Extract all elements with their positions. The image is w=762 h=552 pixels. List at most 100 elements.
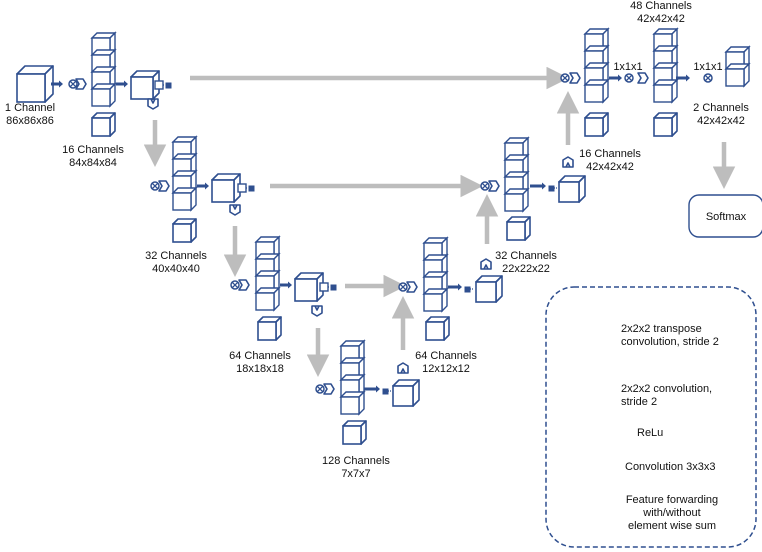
legend-relu-text: ReLu [637,427,663,439]
bottom-stack [339,339,366,416]
relu-icon [158,180,170,192]
down-conv-small [165,82,172,89]
down-conv-small [248,185,255,192]
dec2-up-cube [558,175,586,203]
label-out2-channels: 2 Channels [693,102,749,114]
relu-icon [569,72,581,84]
label-enc3-size: 18x18x18 [236,363,284,375]
dec3-stack [422,236,449,313]
cube-front [16,73,46,103]
stack-front [91,88,111,107]
label-dec1-size: 42x42x42 [586,161,634,173]
relu-icon [406,281,418,293]
label-input-size: 86x86x86 [6,115,54,127]
down-conv-box [237,183,247,193]
legend-transpose-line2: convolution, stride 2 [621,336,719,348]
small-arrow-icon [364,385,380,393]
conv-cross [231,281,239,289]
cube-front [130,76,154,100]
legend-transpose-line1: 2x2x2 transpose [621,323,702,335]
legend-downconv-line1: 2x2x2 convolution, [621,383,712,395]
conv-icon [315,384,325,394]
enc2-stack [171,135,198,212]
up-conv-small [464,286,471,293]
bottom-residual-cube [342,420,367,445]
dec1-residual-cube [584,112,609,137]
conv-cross [561,74,569,82]
small-arrow-icon [197,182,209,190]
legend-conv-text: Convolution 3x3x3 [625,461,716,473]
relu-icon [637,72,649,84]
conv-cross [69,80,77,88]
conv-icon [150,181,160,191]
cube-front [425,321,445,341]
small-arrow-icon [530,182,546,190]
stack-side [190,186,197,212]
dec3-up-cube [475,275,503,303]
dec2-residual-cube [506,216,531,241]
label-input-channels: 1 Channel [5,102,55,114]
cube-front [653,117,673,137]
cube-front [342,425,362,445]
up-conv-small [382,388,389,395]
cube-front [211,179,235,203]
bottom-up-cube [392,379,420,407]
label-out2-size: 42x42x42 [697,115,745,127]
label-enc1-channels: 16 Channels [62,144,124,156]
relu-icon [480,258,492,270]
enc1-stack [90,31,117,108]
cube-front [172,223,192,243]
stack-side [602,78,609,104]
small-arrow-icon [280,281,292,289]
conv-icon [398,282,408,292]
legend-box [545,286,757,548]
relu-icon [229,204,241,216]
label-bottom-size: 7x7x7 [341,468,370,480]
cube-front [294,278,318,302]
label-conv-1x1-b: 1x1x1 [693,61,722,73]
out2-stack [724,45,751,88]
small-arrow-icon [116,80,128,88]
conv-icon [230,280,240,290]
shapes-layer [16,27,751,471]
relu-icon [323,383,335,395]
stack-side [743,62,750,88]
label-bottom-channels: 128 Channels [322,455,390,467]
small-arrow-icon [676,74,690,82]
conv-cross [399,283,407,291]
small-arrow-icon [51,80,63,88]
up-conv-icon [464,286,473,293]
label-out48-size: 42x42x42 [637,13,685,25]
conv-icon [624,73,634,83]
label-dec2-size: 22x22x22 [502,263,550,275]
small-arrow-icon [609,74,622,82]
enc3-stack [254,235,281,312]
cube-front [475,281,497,303]
out48-residual-cube [653,112,678,137]
down-conv-icon [319,282,337,292]
stack-side [441,287,448,313]
conv-cross [316,385,324,393]
softmax-box [688,194,762,238]
cube-front [257,321,277,341]
cube-front [506,221,526,241]
softmax-label: Softmax [706,211,747,223]
stack-front [584,84,604,103]
relu-icon [238,279,250,291]
conv-icon [703,73,713,83]
enc1-residual-cube [91,112,116,137]
label-enc2-channels: 32 Channels [145,250,207,262]
down-conv-icon [237,183,255,193]
down-conv-box [154,80,164,90]
conv-icon [480,181,490,191]
relu-icon [562,156,574,168]
enc1-cube [130,70,160,100]
down-conv-box [319,282,329,292]
relu-icon [311,305,323,317]
conv-cross [625,74,633,82]
label-conv-1x1-a: 1x1x1 [613,61,642,73]
legend-forward-line3: element wise sum [628,520,716,532]
up-conv-icon [382,388,391,395]
input-cube [16,65,54,103]
conv-cross [151,182,159,190]
